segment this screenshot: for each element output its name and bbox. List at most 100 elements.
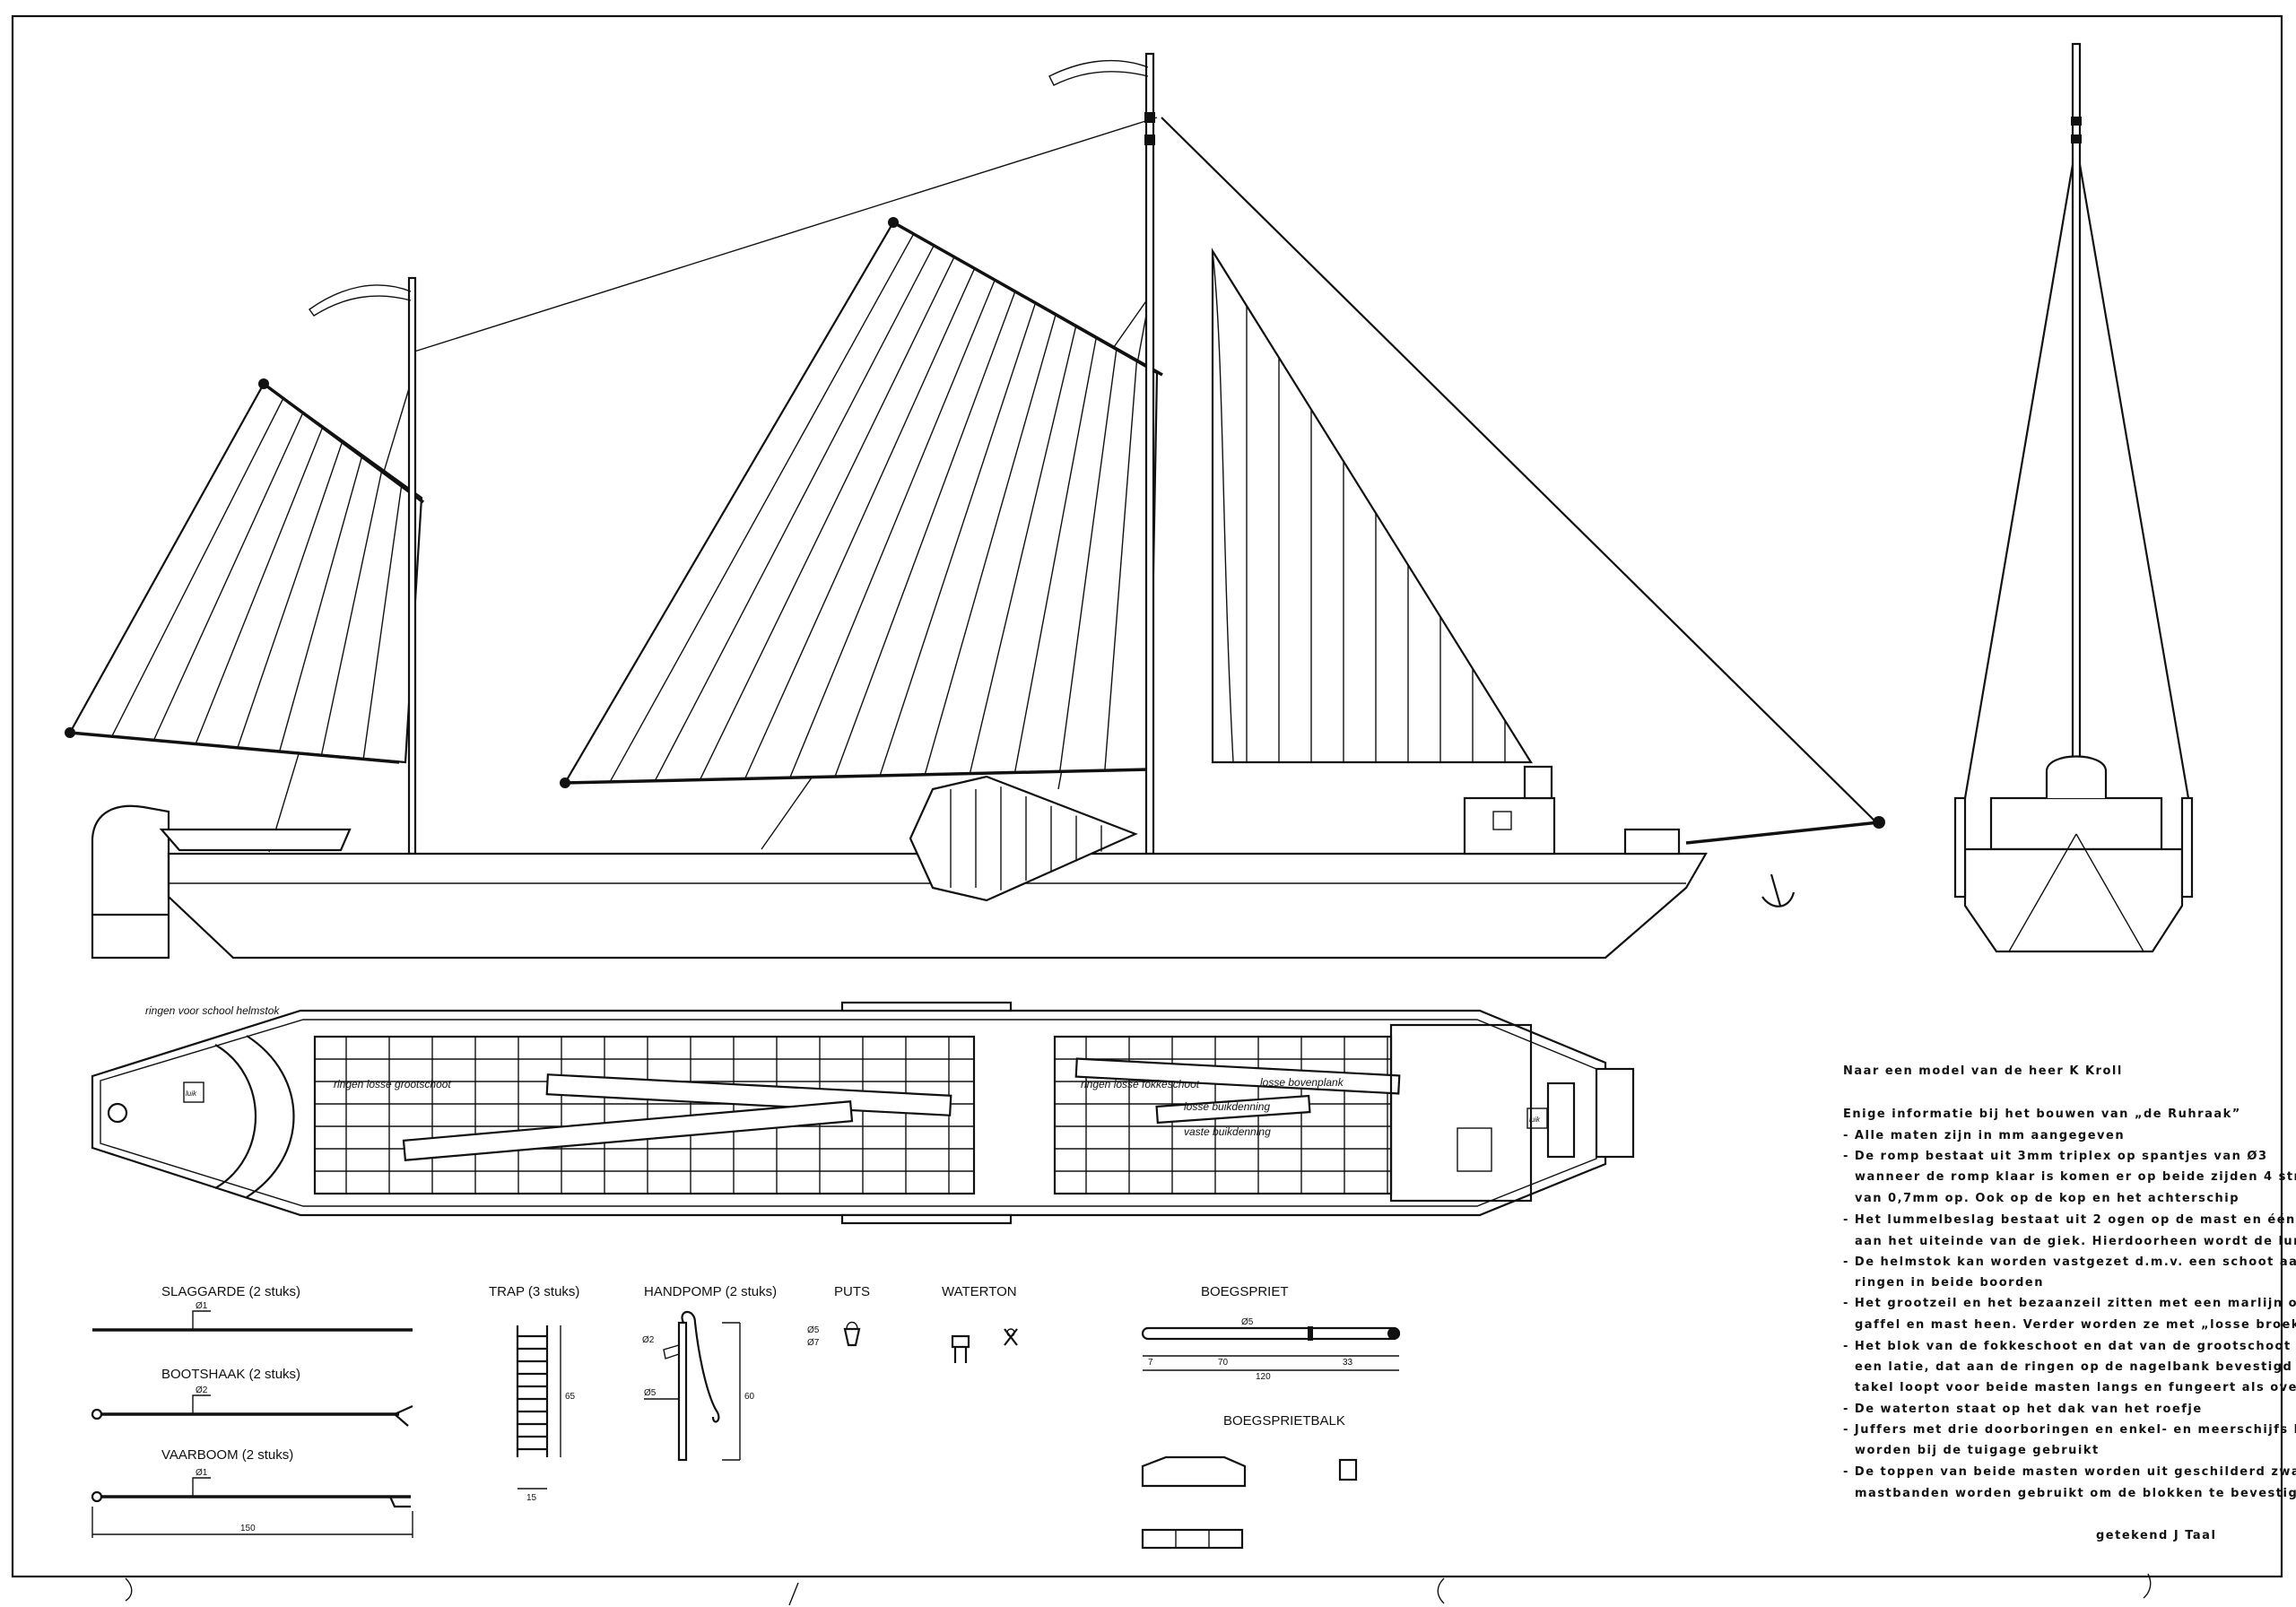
label-fixed-floorboard: vaste buikdenning — [1184, 1125, 1271, 1138]
rubbing-strip — [840, 1001, 1013, 1012]
vaarboom-length: 150 — [240, 1524, 256, 1533]
bowsprit-spar — [1141, 1326, 1401, 1341]
note-line: - De waterton staat op het dak van het r… — [1843, 1403, 2203, 1416]
note-line: - Het blok van de fokkeschoot en dat van… — [1843, 1340, 2296, 1353]
label-hatch-aft: luik — [186, 1090, 197, 1098]
sheet-border — [11, 14, 2283, 1578]
sail-seam — [111, 397, 284, 737]
note-line: worden bij de tuigage gebruikt — [1855, 1444, 2100, 1457]
main-mast-top-band — [1144, 135, 1155, 145]
note-line: aan het uiteinde van de giek. Hierdoorhe… — [1855, 1235, 2296, 1248]
deckhouse-window — [1492, 811, 1512, 830]
hold-planking — [315, 1037, 1391, 1194]
note-line: wanneer de romp klaar is komen er op bei… — [1855, 1170, 2296, 1184]
note-line: - Het grootzeil en het bezaanzeil zitten… — [1843, 1297, 2296, 1310]
note-line: een latie, dat aan de ringen op de nagel… — [1855, 1360, 2296, 1374]
main-gaff — [892, 221, 1163, 377]
note-line: van 0,7mm op. Ook op de kop en het achte… — [1855, 1192, 2239, 1205]
notes-heading: Naar een model van de heer K Kroll — [1843, 1064, 2123, 1078]
plan-view: ringen voor school helmstok luik ringen … — [91, 1001, 1635, 1225]
label-loose-floorboard: losse buikdenning — [1184, 1100, 1270, 1113]
sail-seam — [744, 268, 976, 779]
sail-seam — [924, 315, 1057, 775]
pump-barrel — [677, 1321, 688, 1462]
leader-line — [192, 1310, 211, 1330]
bowsprit-beam-side — [1141, 1455, 1247, 1488]
tender-boat — [159, 828, 352, 852]
mast-band — [2071, 135, 2082, 143]
mizzen-sail-hatching — [111, 397, 403, 759]
gaff-end — [258, 378, 269, 389]
note-line: takel loopt voor beide masten langs en f… — [1855, 1381, 2296, 1394]
note-line: - Juffers met drie doorboringen en enkel… — [1843, 1423, 2296, 1437]
sail-seam — [362, 483, 403, 759]
bowsprit-beam-end — [1338, 1458, 1358, 1481]
sail-seam — [279, 455, 363, 751]
front-view — [1953, 42, 2194, 953]
note-line: ringen in beide boorden — [1855, 1276, 2044, 1290]
bowsprit-post — [1595, 1067, 1635, 1159]
boegsprietbalk-title: BOEGSPRIETBALK — [1223, 1413, 1345, 1429]
sail-seam — [879, 303, 1036, 777]
main-mast-top-band — [1144, 112, 1155, 123]
trap-title: TRAP (3 stuks) — [489, 1284, 579, 1299]
pump-spout — [663, 1344, 680, 1359]
mast-band — [2071, 117, 2082, 126]
rudder-eye — [107, 1102, 128, 1124]
bowsprit-beam-top — [1141, 1528, 1244, 1550]
trap-height: 65 — [565, 1392, 576, 1402]
note-line: - Het lummelbeslag bestaat uit 2 ogen op… — [1843, 1213, 2296, 1227]
signature: getekend J Taal — [2096, 1529, 2216, 1542]
deck-inner-line — [100, 1019, 1597, 1207]
helm-arc — [214, 1035, 295, 1198]
main-sail — [563, 221, 1159, 785]
label-hatch-fore: luik — [1529, 1116, 1541, 1124]
shroud — [2074, 143, 2190, 799]
beam-divisions — [1175, 1530, 1210, 1548]
sail-seam — [699, 256, 955, 780]
jib-hatching — [1246, 306, 1506, 762]
loose-plank — [1155, 1094, 1311, 1125]
pole-end — [91, 1490, 103, 1503]
label-loose-top-plank: losse bovenplank — [1260, 1076, 1344, 1089]
loose-plank — [1074, 1057, 1401, 1095]
jib-sail — [1211, 248, 1533, 764]
fork-icon — [388, 1496, 411, 1508]
pole-end — [91, 1408, 103, 1420]
note-line: - Alle maten zijn in mm aangegeven — [1843, 1129, 2125, 1142]
barrel-ring — [1006, 1328, 1015, 1337]
anchor-icon — [1761, 873, 1796, 908]
bootshaak-dia: Ø2 — [196, 1385, 208, 1395]
slaggarde-dia: Ø1 — [196, 1301, 208, 1311]
pump-handle — [681, 1310, 720, 1423]
bowsprit-dim-4: 33 — [1343, 1358, 1353, 1368]
note-line: mastbanden worden gebruikt om de blokken… — [1855, 1487, 2296, 1500]
mizzen-sail — [68, 382, 423, 764]
main-pennant — [1048, 59, 1149, 86]
bowsprit-dia: Ø5 — [1241, 1317, 1254, 1327]
note-line: - De romp bestaat uit 3mm triplex op spa… — [1843, 1150, 2268, 1163]
leader-line — [192, 1394, 211, 1414]
sail-seam — [969, 326, 1077, 774]
rubbing-strip — [840, 1213, 1013, 1225]
vaarboom-title: VAARBOOM (2 stuks) — [161, 1447, 293, 1463]
note-line: gaffel en mast heen. Verder worden ze me… — [1855, 1318, 2296, 1332]
slaggarde-title: SLAGGARDE (2 stuks) — [161, 1284, 300, 1299]
front-mast — [2071, 42, 2082, 853]
windlass-plan — [1546, 1081, 1576, 1159]
pump-dia-small: Ø2 — [642, 1335, 655, 1345]
dimension-line — [722, 1322, 741, 1461]
sail-seam — [320, 469, 383, 755]
shroud — [1963, 143, 2078, 799]
bowsprit-dim-1: 7 — [1148, 1358, 1153, 1368]
side-elevation — [65, 52, 1885, 960]
front-leeboard — [2180, 796, 2194, 899]
hook-icon — [394, 1404, 413, 1427]
water-barrel-top-icon — [1004, 1328, 1018, 1346]
cabin-frame — [1389, 1023, 1533, 1203]
forestay — [1161, 117, 1877, 823]
sail-seam — [237, 440, 344, 748]
main-boom — [564, 768, 1151, 785]
loose-plank — [402, 1100, 854, 1161]
